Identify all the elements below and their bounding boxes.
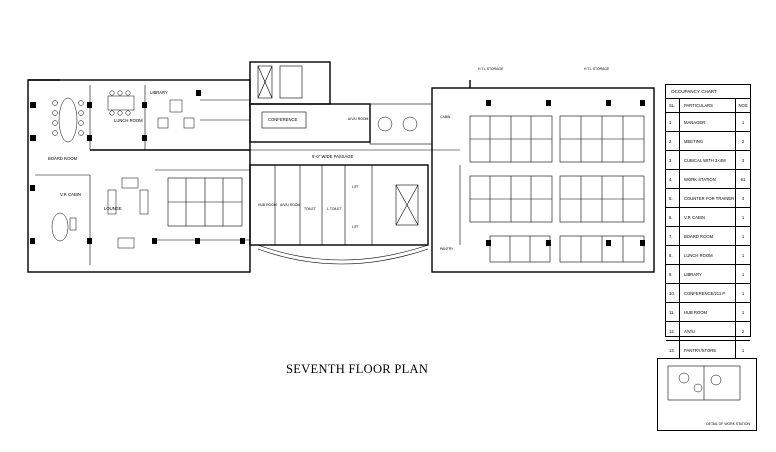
library-label: LIBRARY (150, 90, 168, 95)
detail-caption: DETAIL OF WORK STATION (706, 422, 750, 426)
occupancy-chart-title: OCCUPANCY CHART (666, 85, 750, 99)
core-walls (249, 61, 432, 265)
vp-cabin-label: V.P. CABIN (60, 192, 81, 197)
conference-label: CONFERENCE (268, 117, 298, 122)
header-nos: NOS (738, 103, 748, 108)
occupancy-row: 12.A/V/U 2 (666, 322, 750, 341)
lounge-label: LOUNGE (104, 206, 122, 211)
header-sl: SL. (666, 99, 680, 112)
row-nos: 3 (741, 157, 745, 163)
row-nos: 2 (741, 328, 745, 334)
drawing-title: SEVENTH FLOOR PLAN (286, 362, 429, 376)
meeting-tables (369, 103, 433, 145)
header-particulars: PARTICULARS (680, 99, 736, 112)
library-furniture (157, 99, 195, 129)
left-workstation-cluster (167, 177, 243, 227)
lift2-label: LIFT (352, 225, 359, 229)
row-nos: 1 (741, 119, 745, 125)
occupancy-row: 9.LIBRARY 1 (666, 265, 750, 284)
row-particular: WORK STATION (680, 170, 736, 188)
left-wing-columns (30, 90, 245, 244)
occupancy-row: 6.V.P. CABIN 1 (666, 208, 750, 227)
row-sl: 4. (666, 170, 680, 188)
cabin-label: CABIN (440, 115, 451, 119)
row-particular: LUNCH ROOM (680, 246, 736, 264)
row-sl: 7. (666, 227, 680, 245)
workstation-detail-box: DETAIL OF WORK STATION (657, 358, 757, 431)
occupancy-row: 2.MEETING 2 (666, 132, 750, 151)
row-nos: 1 (741, 214, 745, 220)
row-sl: 1. (666, 113, 680, 131)
row-nos: 1 (741, 233, 745, 239)
right-workstation-cluster (469, 115, 645, 263)
occupancy-row: 4.WORK STATION 61 (666, 170, 750, 189)
row-nos: 1 (741, 309, 745, 315)
storage2-label: H.T.L STORAGE (584, 67, 610, 71)
occupancy-row: 1.MANAGER 1 (666, 113, 750, 132)
workstation-detail-drawing (667, 365, 741, 401)
av-room-label: A/V/U ROOM (348, 117, 369, 121)
right-wing-walls (431, 80, 655, 273)
row-sl: 5. (666, 189, 680, 207)
occupancy-row: 13.PANTRY/STORE 1 (666, 341, 750, 359)
row-nos: 1 (741, 271, 745, 277)
occupancy-row: 11.HUB ROOM 1 (666, 303, 750, 322)
row-sl: 12. (666, 322, 680, 340)
occupancy-row: 10.CONFERENCE/211 P 1 (666, 284, 750, 303)
vp-cabin-furniture (51, 212, 77, 242)
row-particular: A/V/U (680, 322, 736, 340)
occupancy-row: 3.CUBICAL WITH 3×4M 3 (666, 151, 750, 170)
row-particular: PANTRY/STORE (680, 341, 736, 359)
row-sl: 3. (666, 151, 680, 169)
row-particular: COUNTER FOR TRAINER (680, 189, 736, 207)
row-sl: 2. (666, 132, 680, 150)
row-particular: BOARD ROOM (680, 227, 736, 245)
lift1-label: LIFT (352, 185, 359, 189)
occupancy-row: 7.BOARD ROOM 1 (666, 227, 750, 246)
pantry-label: PANTRY (440, 247, 454, 251)
lunch-room-label: LUNCH ROOM (114, 118, 143, 123)
occupancy-row: 8.LUNCH ROOM 1 (666, 246, 750, 265)
right-wing-columns (486, 100, 645, 246)
row-nos: 1 (741, 347, 745, 353)
row-particular: MEETING (680, 132, 736, 150)
row-nos: 1 (741, 290, 745, 296)
hub-room-label: HUB ROOM (258, 203, 277, 207)
row-particular: CUBICAL WITH 3×4M (680, 151, 736, 169)
toilet-label: TOILET (304, 207, 316, 211)
passage-label: 5'-0" WIDE PASSAGE (312, 154, 354, 159)
row-nos: 4 (741, 195, 745, 201)
row-sl: 13. (666, 341, 680, 359)
row-nos: 61 (740, 176, 746, 182)
occupancy-row: 5.COUNTER FOR TRAINER 4 (666, 189, 750, 208)
row-sl: 10. (666, 284, 680, 302)
row-sl: 11. (666, 303, 680, 321)
board-room-label: BOARD ROOM (48, 156, 78, 161)
row-particular: HUB ROOM (680, 303, 736, 321)
row-sl: 9. (666, 265, 680, 283)
av-room2-label: A/V/U ROOM (280, 203, 301, 207)
lunch-room-furniture (107, 90, 135, 116)
ltoilet-label: L.TOILET (327, 207, 342, 211)
occupancy-chart-header-row: SL. PARTICULARS NOS (666, 99, 750, 113)
row-nos: 2 (741, 138, 745, 144)
occupancy-chart: OCCUPANCY CHART SL. PARTICULARS NOS 1.MA… (665, 84, 751, 359)
row-particular: MANAGER (680, 113, 736, 131)
row-particular: LIBRARY (680, 265, 736, 283)
row-particular: V.P. CABIN (680, 208, 736, 226)
row-sl: 8. (666, 246, 680, 264)
storage1-label: H.T.L STORAGE (478, 67, 504, 71)
board-room-furniture (52, 97, 84, 143)
lounge-furniture (107, 177, 149, 249)
row-nos: 1 (741, 252, 745, 258)
row-sl: 6. (666, 208, 680, 226)
row-particular: CONFERENCE/211 P (680, 284, 736, 302)
